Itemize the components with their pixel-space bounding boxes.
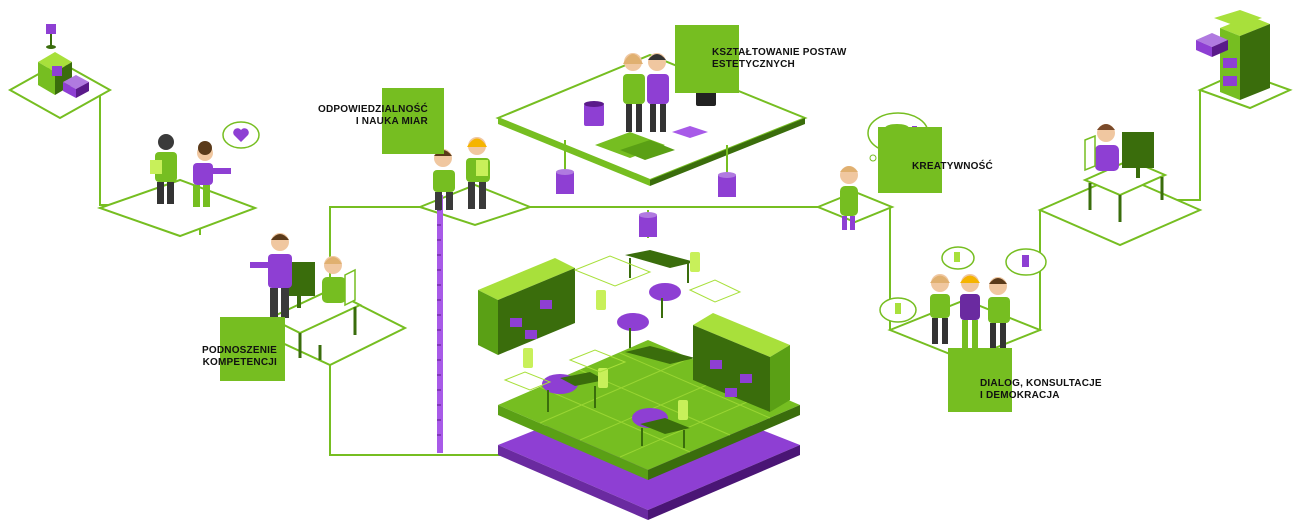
competence-square bbox=[220, 317, 285, 381]
shelf-icon bbox=[1220, 16, 1270, 36]
shelf-right bbox=[693, 313, 790, 412]
platform-heart bbox=[96, 121, 260, 238]
chairs bbox=[523, 252, 700, 420]
platform-aesthetic bbox=[495, 53, 808, 237]
heart-icon bbox=[233, 128, 249, 142]
paint-bucket-icon bbox=[584, 104, 604, 126]
platform-competence bbox=[247, 233, 408, 367]
platform-dialog bbox=[879, 246, 1047, 362]
platform-computer bbox=[1037, 124, 1203, 247]
label-responsibility-line2: I NAUKA MIAR bbox=[355, 116, 428, 127]
label-aesthetic-line2: ESTETYCZNYCH bbox=[712, 59, 795, 70]
label-creativity: KREATYWNOŚĆ bbox=[912, 161, 993, 173]
label-aesthetic: KSZTAŁTOWANIE POSTAW ESTETYCZNYCH bbox=[712, 47, 847, 71]
label-responsibility: ODPOWIEDZIALNOŚĆ I NAUKA MIAR bbox=[318, 104, 428, 128]
creativity-square bbox=[878, 127, 942, 193]
tables bbox=[542, 250, 695, 448]
aesthetic-square bbox=[675, 25, 739, 93]
dialog-square bbox=[948, 348, 1012, 412]
label-responsibility-line1: ODPOWIEDZIALNOŚĆ bbox=[318, 104, 428, 115]
platform-boxes bbox=[7, 24, 113, 120]
ruler-icon bbox=[437, 195, 443, 453]
platform-shelf bbox=[1196, 10, 1293, 110]
shelf-left bbox=[478, 258, 575, 355]
label-dialog-line1: DIALOG, KONSULTACJE bbox=[980, 378, 1102, 389]
label-creativity-line1: KREATYWNOŚĆ bbox=[912, 161, 993, 172]
responsibility-square bbox=[382, 88, 444, 154]
label-aesthetic-line1: KSZTAŁTOWANIE POSTAW bbox=[712, 47, 847, 58]
label-competence-line1: PODNOSZENIE bbox=[202, 345, 277, 356]
label-competence-line2: KOMPETENCJI bbox=[202, 357, 277, 368]
classroom-block bbox=[478, 250, 800, 520]
label-competence: PODNOSZENIE KOMPETENCJI bbox=[202, 345, 277, 369]
label-dialog-line2: I DEMOKRACJA bbox=[980, 390, 1060, 401]
label-dialog: DIALOG, KONSULTACJE I DEMOKRACJA bbox=[980, 378, 1102, 402]
platform-responsibility bbox=[417, 137, 533, 453]
rugs bbox=[503, 255, 742, 391]
